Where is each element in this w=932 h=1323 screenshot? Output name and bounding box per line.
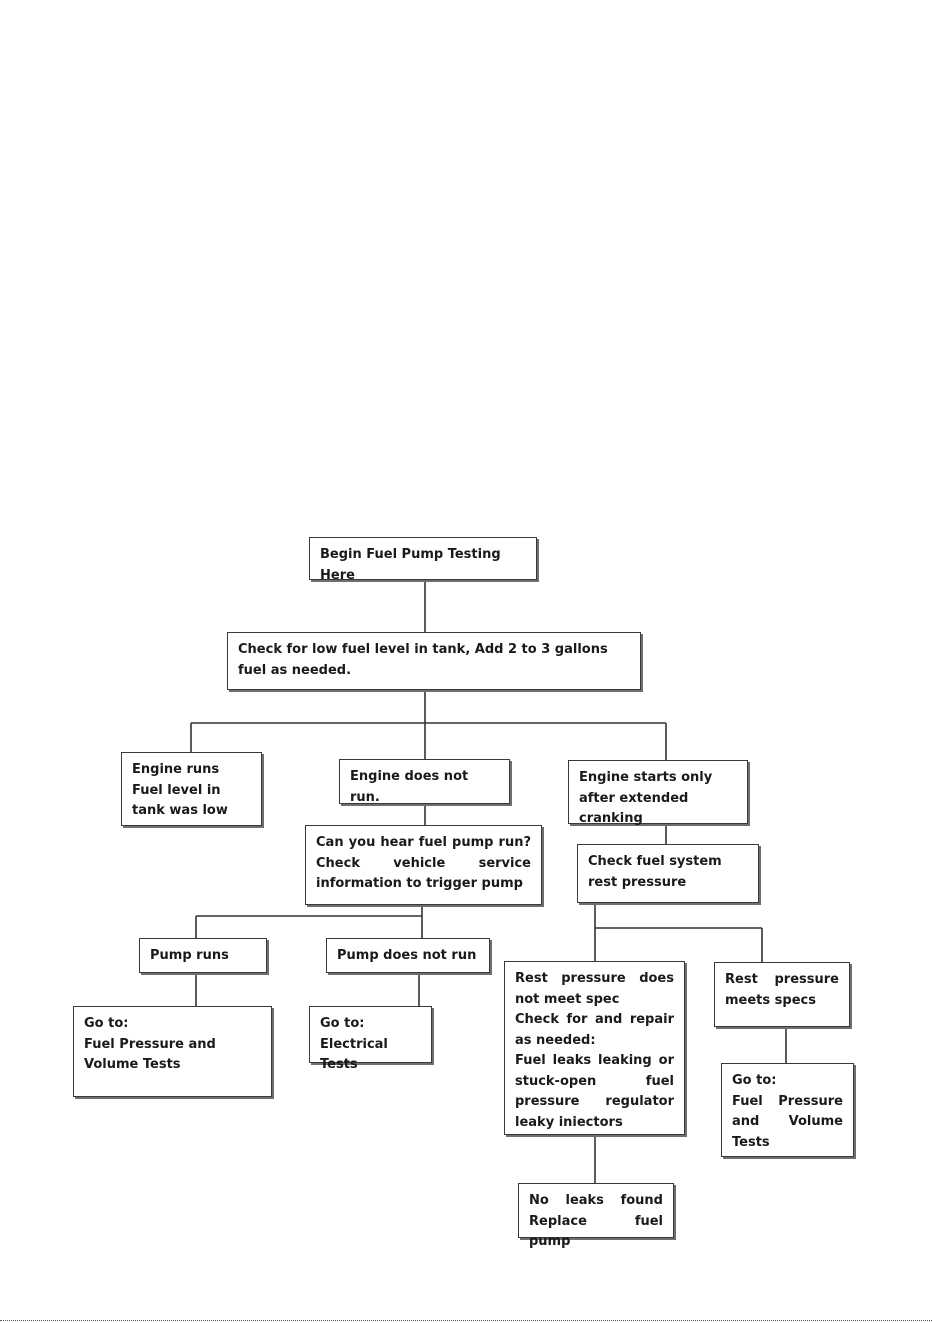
- pump-does-not-run-box: Pump does not run: [326, 938, 490, 973]
- page-bottom-rule: [0, 1320, 932, 1321]
- goto-electrical-box: Go to: Electrical Tests: [309, 1006, 432, 1072]
- begin-testing-box: Begin Fuel Pump Testing Here: [309, 537, 537, 583]
- no-leaks-box: No leaks found Replace fuel pump: [518, 1183, 674, 1249]
- hear-fuel-pump-box: Can you hear fuel pump run? Check vehicl…: [305, 825, 542, 905]
- engine-does-not-run-box: Engine does not run.: [339, 759, 510, 805]
- goto-fuel-pressure-right-box: Go to: Fuel Pressure and Volume Tests: [721, 1063, 854, 1157]
- pump-runs-box: Pump runs: [139, 938, 267, 973]
- engine-runs-box: Engine runs Fuel level in tank was low: [121, 752, 262, 826]
- engine-starts-after-cranking-box: Engine starts only after extended cranki…: [568, 760, 748, 826]
- check-rest-pressure-box: Check fuel system rest pressure: [577, 844, 759, 903]
- check-low-fuel-box: Check for low fuel level in tank, Add 2 …: [227, 632, 641, 690]
- rest-pressure-meets-box: Rest pressure meets specs: [714, 962, 850, 1027]
- goto-fuel-pressure-left-box: Go to: Fuel Pressure and Volume Tests: [73, 1006, 272, 1097]
- rest-pressure-not-meet-box: Rest pressure does not meet spec Check f…: [504, 961, 685, 1135]
